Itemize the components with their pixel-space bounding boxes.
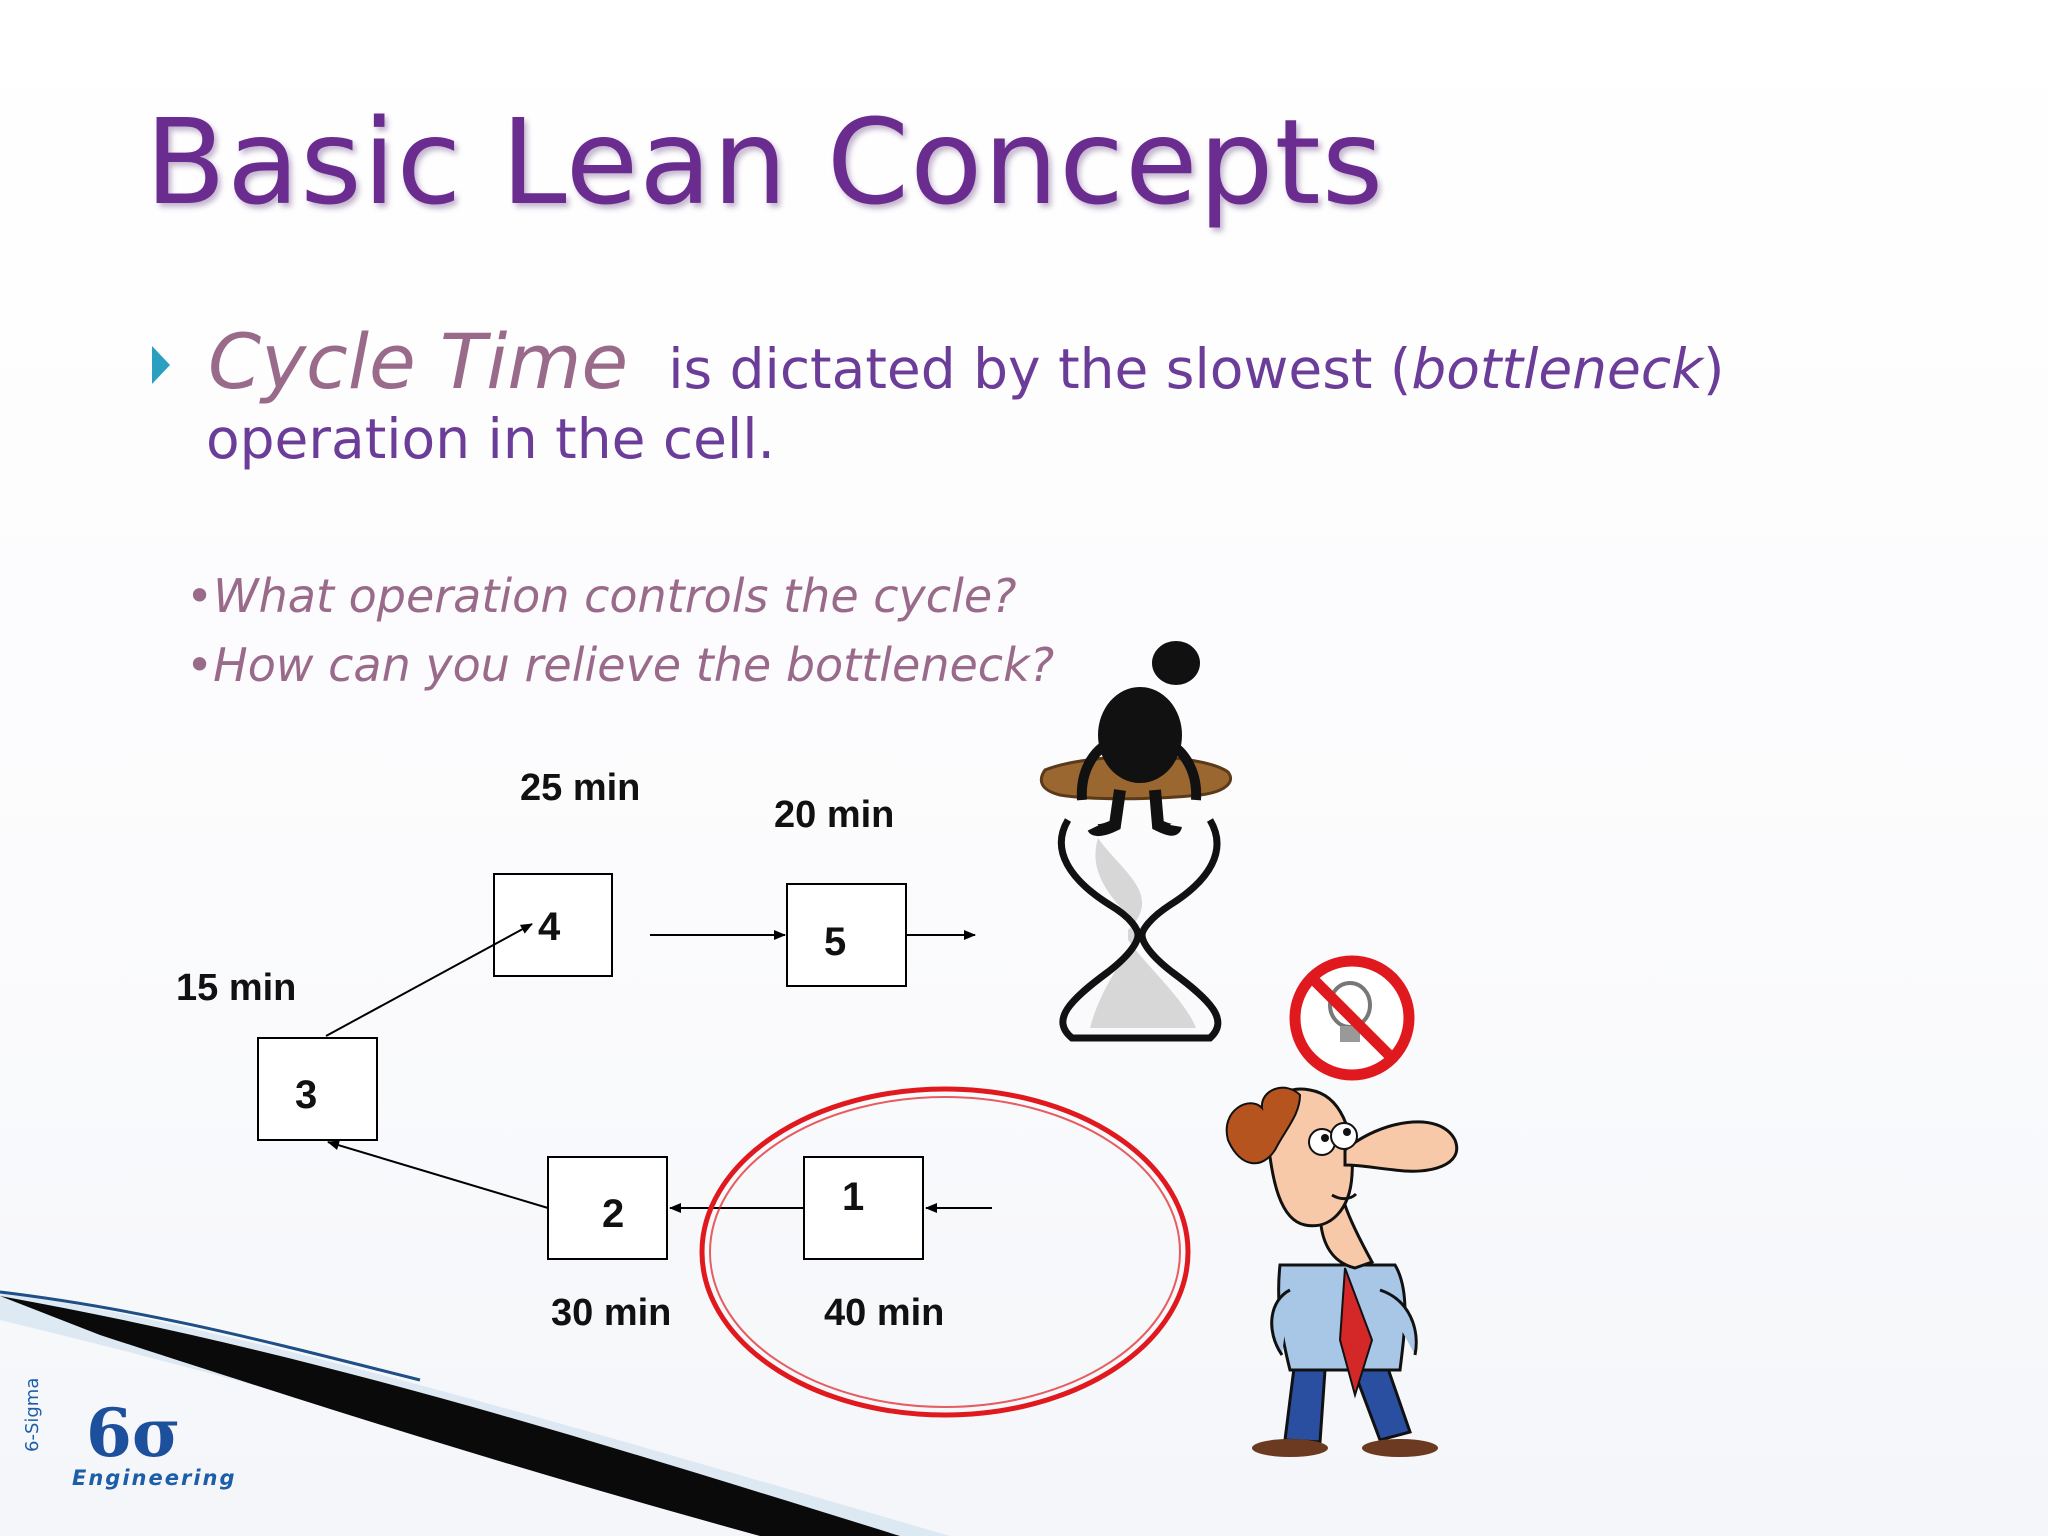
bullet-text-line1: Cycle Time is dictated by the slowest (bo… [208, 312, 1724, 419]
logo-side-text: 6-Sigma [22, 1377, 43, 1452]
operation-number-1: 1 [842, 1175, 864, 1219]
operation-box-5 [786, 883, 907, 987]
six-sigma-logo-mark: 6σ [86, 1394, 181, 1472]
flow-arrow-3-to-4 [325, 923, 533, 1037]
operation-box-4 [493, 873, 613, 977]
bullet-text-line2: operation in the cell. [206, 407, 776, 471]
cycle-time-term: Cycle Time [208, 317, 629, 406]
question-2: •How can you relieve the bottleneck? [186, 638, 1055, 692]
slide-title: Basic Lean Concepts [145, 93, 1385, 231]
question-1: •What operation controls the cycle? [186, 569, 1017, 623]
operation-box-1 [803, 1156, 924, 1260]
bottleneck-highlight-ellipse-inner [709, 1096, 1181, 1408]
bullet-arrow-icon [152, 346, 170, 384]
operation-time-1: 40 min [824, 1292, 944, 1334]
operation-box-3 [257, 1037, 378, 1141]
operation-time-5: 20 min [774, 794, 894, 836]
operation-time-3: 15 min [176, 967, 296, 1009]
operation-time-2: 30 min [551, 1292, 671, 1334]
operation-number-5: 5 [824, 920, 846, 964]
bullet-text-before: is dictated by the slowest ( [668, 337, 1412, 401]
operation-number-3: 3 [295, 1073, 317, 1117]
flow-arrow-2-to-3 [327, 1140, 549, 1209]
bottleneck-highlight-ellipse [699, 1086, 1191, 1418]
bottleneck-term: bottleneck [1411, 337, 1703, 401]
bullet-text-after: ) [1702, 337, 1725, 401]
operation-time-4: 25 min [520, 767, 640, 809]
operation-number-4: 4 [538, 905, 561, 949]
operation-box-2 [547, 1156, 668, 1260]
logo-wordmark: Engineering [72, 1466, 237, 1490]
operation-number-2: 2 [602, 1192, 624, 1236]
